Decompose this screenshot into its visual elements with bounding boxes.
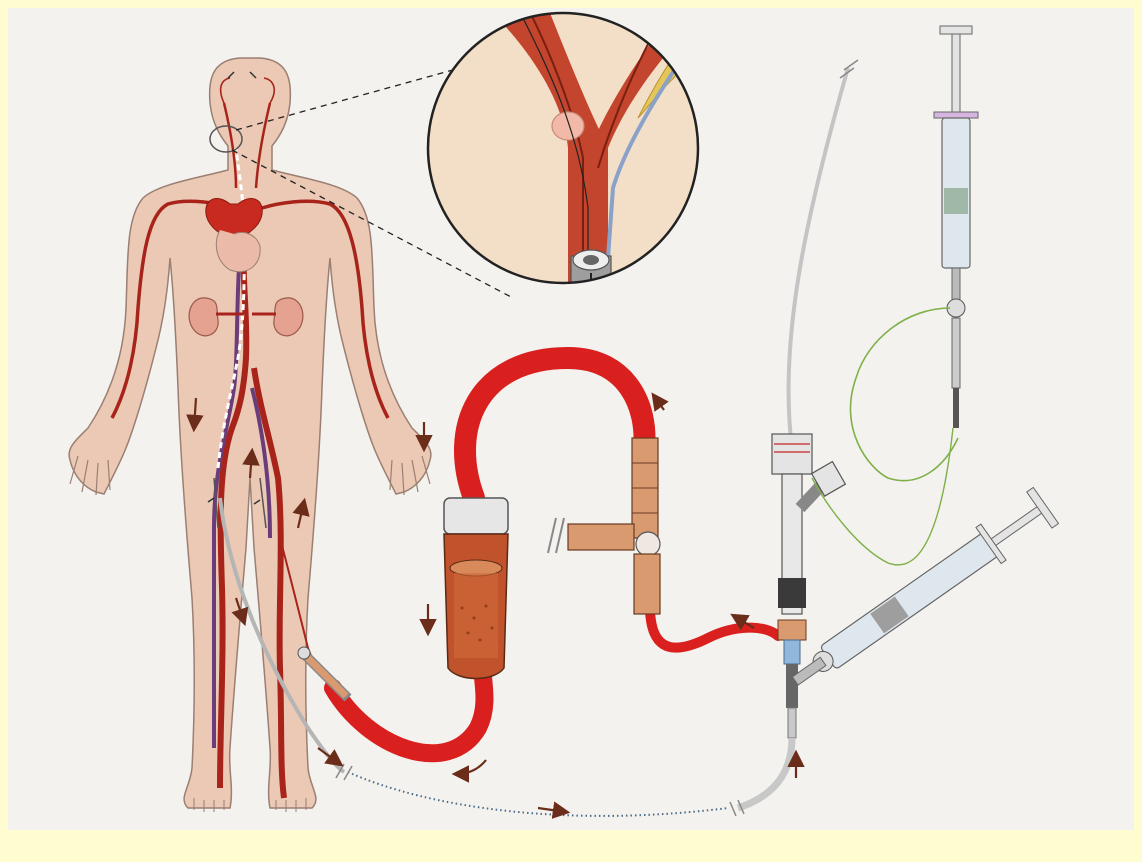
sheath-assembly (730, 60, 858, 816)
body-figure-icon (69, 58, 431, 812)
right-kidney (274, 298, 303, 336)
body-silhouette (69, 58, 431, 808)
syringe-icon (934, 26, 978, 428)
occlusion-balloon (552, 112, 584, 140)
left-kidney (189, 298, 218, 336)
return-line-dotted (348, 772, 728, 816)
tube-break-icon (730, 800, 744, 816)
reversal-circuit-illustration (8, 8, 1134, 830)
filter-canister-icon (444, 498, 508, 679)
stopcock-icon (548, 438, 660, 614)
guidewire (850, 308, 958, 481)
vessel-magnifier-icon (428, 8, 708, 346)
syringe-icon (783, 487, 1059, 699)
diagram-panel (8, 8, 1134, 830)
tube-break-icon (548, 518, 564, 553)
